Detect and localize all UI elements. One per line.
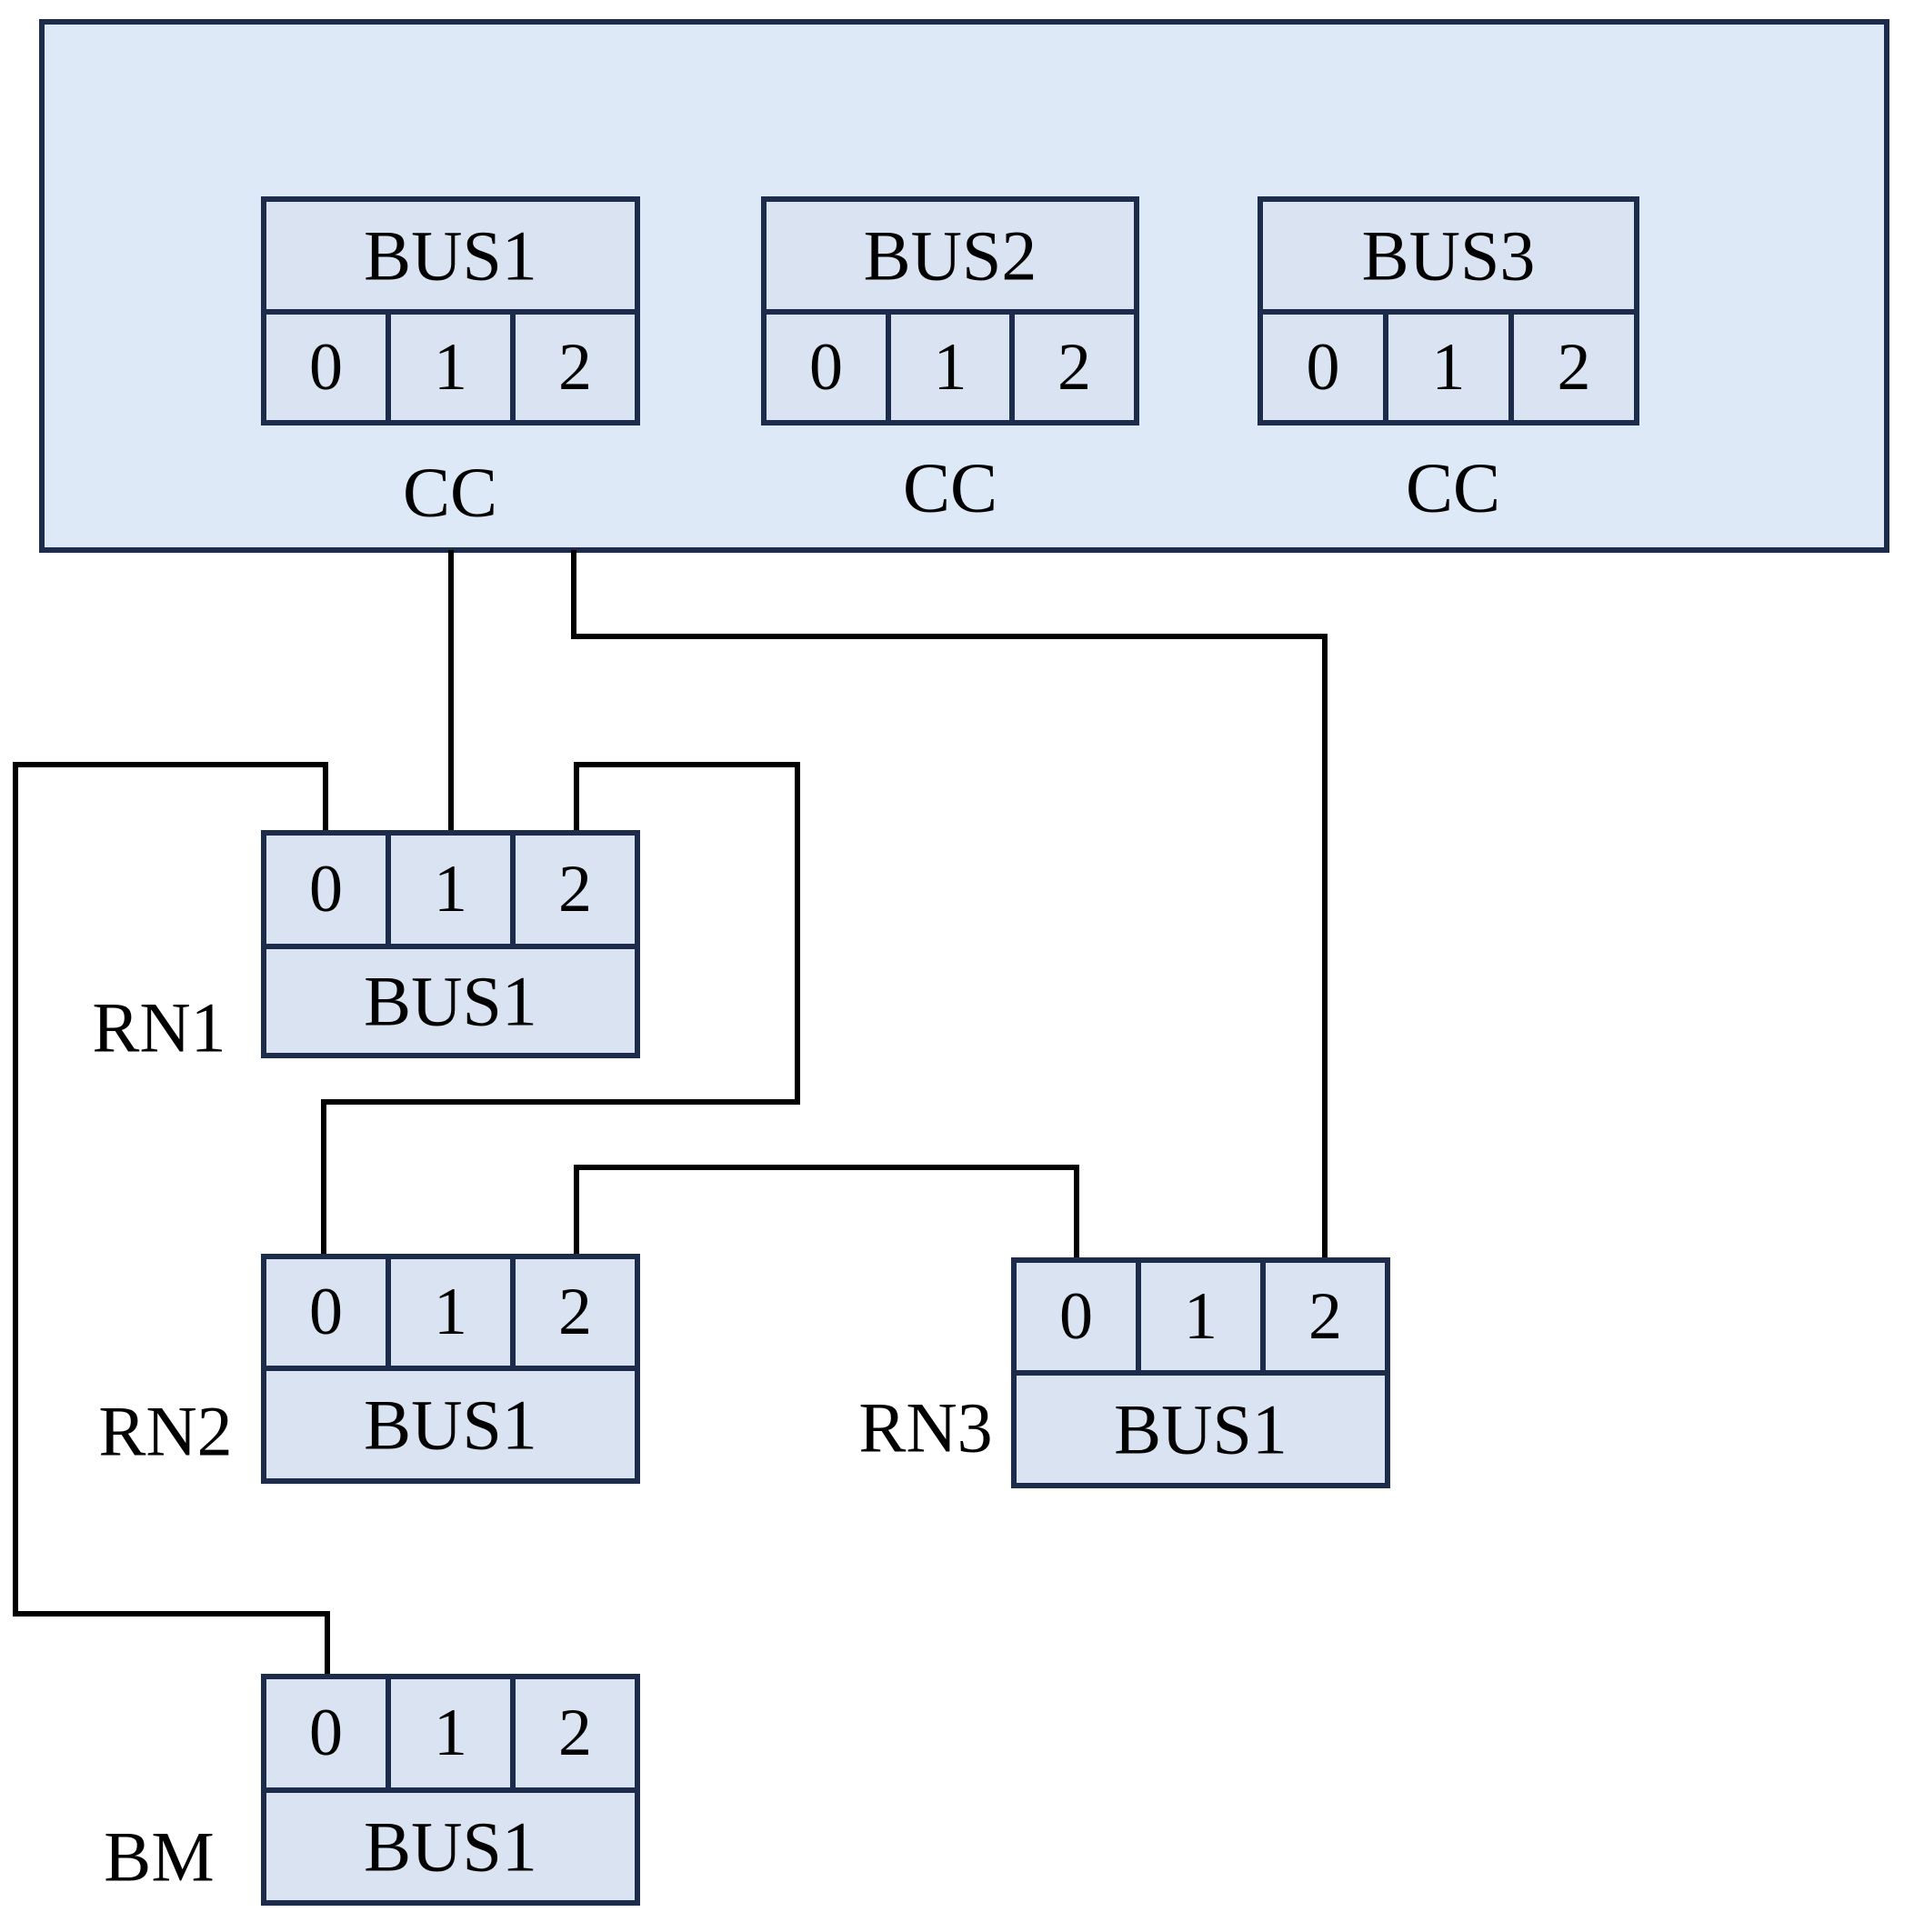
rn2-port-2-label: 2: [558, 1275, 592, 1349]
cc-unit-1-bus-cell: [261, 196, 640, 315]
rn3-port-1: [1136, 1257, 1266, 1376]
bm-port-1: [386, 1674, 516, 1793]
node-rn3: 0 1 2 BUS1 RN3: [858, 1257, 1390, 1488]
rn3-bus-label: BUS1: [1114, 1390, 1288, 1469]
rn1-port-0-label: 0: [309, 852, 343, 926]
rn3-bus-cell: [1011, 1370, 1390, 1488]
bm-node-label: BM: [104, 1817, 214, 1897]
bm-port-2-label: 2: [558, 1696, 592, 1770]
wire-rn1-port2-to-rn2-port0: [321, 762, 800, 1256]
connections: [13, 550, 1328, 1677]
wire-cc-bus1-to-rn3-port2: [571, 550, 1328, 1260]
rn1-port-2-label: 2: [558, 852, 592, 926]
cc-unit-1-port-0-label: 0: [309, 330, 343, 405]
cc-unit-1-bus-label: BUS1: [364, 216, 537, 295]
bm-port-1-label: 1: [434, 1696, 467, 1770]
rn2-node-label: RN2: [98, 1392, 232, 1471]
rn2-bus-label: BUS1: [364, 1386, 537, 1465]
rn3-port-2: [1260, 1257, 1390, 1376]
cc-unit-2-port-2-label: 2: [1057, 330, 1091, 405]
rn3-port-0-label: 0: [1059, 1279, 1093, 1354]
rn2-port-1-label: 1: [434, 1275, 467, 1349]
cc-unit-3: BUS3 0 1 2 CC: [1258, 196, 1639, 527]
cc-unit-1-port-1: [386, 309, 516, 425]
cc-unit-2-label: CC: [903, 448, 997, 527]
cc-unit-1-port-1-label: 1: [434, 330, 467, 405]
rn2-port-0-label: 0: [309, 1275, 343, 1349]
node-rn1: 0 1 2 BUS1 RN1: [92, 830, 640, 1067]
cc-unit-3-port-1: [1383, 309, 1514, 425]
cc-unit-3-port-0-label: 0: [1307, 330, 1340, 405]
cc-unit-3-port-0: [1258, 309, 1388, 425]
bm-bus-label: BUS1: [364, 1807, 537, 1887]
cc-unit-3-bus-cell: [1258, 196, 1639, 315]
cc-unit-3-bus-label: BUS3: [1362, 216, 1536, 295]
rn2-port-2: [510, 1254, 640, 1371]
cc-unit-2-bus-cell: [761, 196, 1139, 315]
rn1-port-1-label: 1: [434, 852, 467, 926]
cc-unit-1-label: CC: [403, 453, 497, 532]
cc-unit-3-port-2: [1508, 309, 1639, 425]
cc-unit-1: BUS1 0 1 2 CC: [261, 196, 640, 532]
node-bm: 0 1 2 BUS1 BM: [104, 1674, 640, 1906]
wire-rn2-port2-to-rn3-port0: [574, 1165, 1079, 1260]
rn1-bus-label: BUS1: [364, 962, 537, 1041]
cc-unit-2-port-0-label: 0: [809, 330, 843, 405]
bm-port-0-label: 0: [309, 1696, 343, 1770]
rn3-port-1-label: 1: [1184, 1279, 1218, 1354]
cc-unit-2-port-1-label: 1: [934, 330, 967, 405]
rn3-port-2-label: 2: [1308, 1279, 1342, 1354]
node-rn2: 0 1 2 BUS1 RN2: [98, 1254, 640, 1484]
cc-unit-3-port-1-label: 1: [1432, 330, 1466, 405]
cc-unit-2-port-1: [886, 309, 1015, 425]
cc-unit-3-port-2-label: 2: [1558, 330, 1591, 405]
cc-unit-2: BUS2 0 1 2 CC: [761, 196, 1139, 527]
cc-unit-1-port-2-label: 2: [558, 330, 592, 405]
cc-unit-2-bus-label: BUS2: [864, 216, 1037, 295]
cc-unit-2-port-2: [1009, 309, 1139, 425]
rn2-bus-cell: [261, 1366, 640, 1484]
rn1-node-label: RN1: [92, 988, 225, 1067]
cc-unit-3-label: CC: [1406, 448, 1500, 527]
rn3-node-label: RN3: [858, 1388, 992, 1467]
bm-bus-cell: [261, 1787, 640, 1906]
cc-unit-1-port-2: [510, 309, 640, 425]
rn1-bus-cell: [261, 944, 640, 1058]
wire-rn1-port0-to-bm-port0: [13, 762, 330, 1677]
